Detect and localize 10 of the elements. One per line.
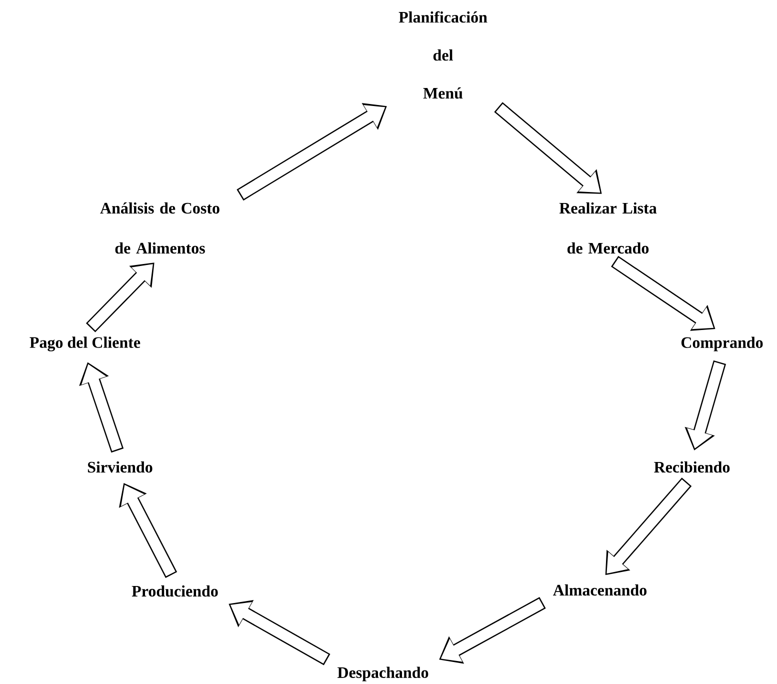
step-label: Produciendo [132, 585, 218, 597]
step-label: Planificación del Menú [398, 11, 488, 99]
step-label: Sirviendo [88, 461, 152, 473]
step-label: Pago del Cliente [30, 336, 140, 352]
step-label: Realizar Lista de Mercado [559, 202, 657, 254]
step-label: Almacenando [553, 584, 646, 596]
step-label: Análisis de Costo de Alimentos [100, 202, 220, 254]
step-label: Recibiendo [654, 461, 730, 473]
step-label: Despachando [338, 666, 428, 682]
step-label: Comprando [681, 336, 763, 352]
